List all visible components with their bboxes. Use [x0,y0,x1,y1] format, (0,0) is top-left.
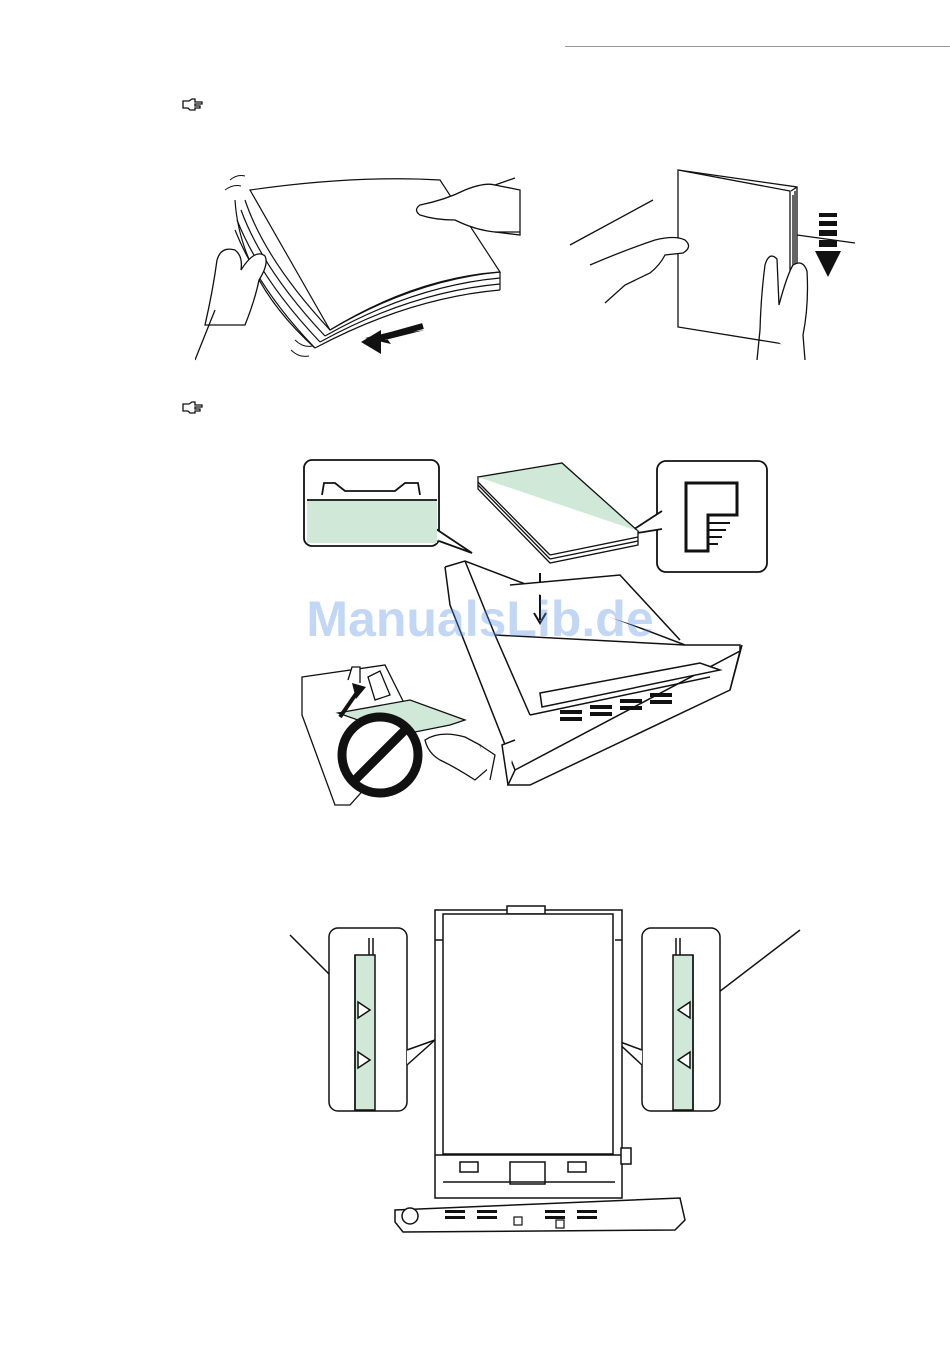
fan-paper-illustration [195,160,535,365]
align-paper-illustration [565,155,865,360]
width-guide-illustration [285,900,810,1240]
header-rule [565,46,950,47]
pointing-hand-note-icon [181,400,205,416]
watermark-text: ManualsLib.de [290,590,670,648]
pointing-hand-note-icon [181,97,205,113]
